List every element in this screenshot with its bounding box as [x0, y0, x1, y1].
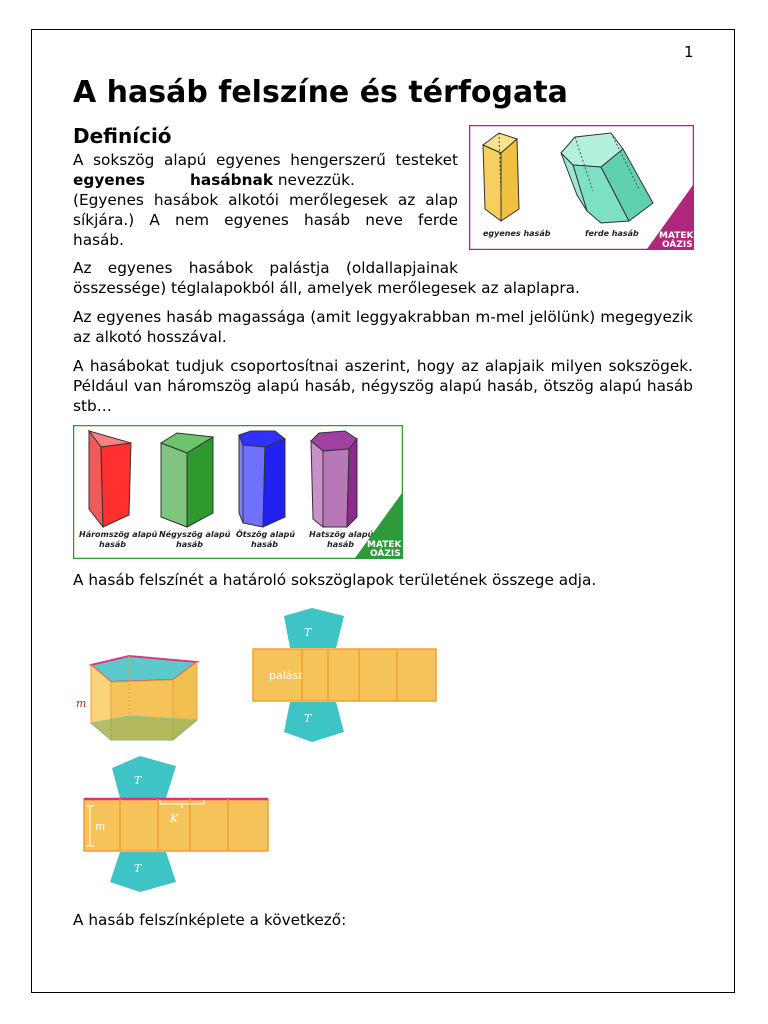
- brand-line-1: MATEK: [659, 231, 694, 241]
- brand-line-2: OÁZIS: [662, 238, 693, 250]
- brand2-line-2: OÁZIS: [370, 547, 401, 559]
- surface-area-paragraph: A hasáb felszínét a határoló sokszöglapo…: [73, 571, 597, 589]
- lateral-surface-paragraph: Az egyenes hasábok palástja (oldallapjai…: [73, 258, 458, 278]
- caption-oblique-prism: ferde hasáb: [585, 229, 639, 238]
- classification-paragraph: A hasábokat tudjuk csoportosítnai aszeri…: [73, 357, 693, 415]
- brand-corner: [647, 185, 693, 249]
- lateral-rectangle-2: [83, 798, 269, 852]
- def-line-2: egyenes hasábnak nevezzük.: [73, 170, 458, 190]
- bottom-base-label-2: T: [134, 862, 143, 875]
- figure-straight-vs-oblique-prism: egyenes hasáb ferde hasáb MATEK OÁZIS: [469, 125, 694, 250]
- top-base-label-2: T: [134, 774, 143, 787]
- formula-intro-paragraph: A hasáb felszínképlete a következő:: [73, 911, 347, 929]
- lateral-rectangle: [252, 648, 437, 702]
- figure-prism-types: Háromszög alapú hasáb Négyszög alapú has…: [73, 425, 403, 559]
- teal-oblique-prism: [560, 132, 654, 224]
- height-label-m: m: [76, 697, 86, 710]
- section-heading: Definíció: [73, 124, 172, 148]
- lateral-label: palást: [269, 669, 303, 682]
- top-base-pentagon-2: [112, 756, 176, 798]
- top-base-label: T: [304, 626, 313, 639]
- def-line-1: A sokszög alapú egyenes hengerszerű test…: [73, 151, 458, 169]
- lateral-surface-paragraph-cont: összessége) téglalapokból áll, amelyek m…: [73, 278, 693, 298]
- def-line-3: (Egyenes hasábok alkotói merőlegesek az …: [73, 191, 458, 209]
- height-paragraph: Az egyenes hasáb magassága (amit leggyak…: [73, 308, 693, 346]
- bottom-base-pentagon-2: [110, 852, 176, 892]
- brand2-line-1: MATEK: [367, 540, 403, 550]
- caption-pentagonal-2: hasáb: [251, 540, 278, 549]
- pentagonal-prism-3d-figure: m: [76, 654, 200, 742]
- page-title: A hasáb felszíne és térfogata: [73, 75, 568, 110]
- perimeter-label-k: K: [169, 812, 179, 825]
- def-bold-term: egyenes hasábnak: [73, 171, 273, 189]
- square-prism: [159, 432, 215, 528]
- def-line-4: síkjára.) A nem egyenes hasáb neve ferde: [73, 211, 458, 229]
- page-frame: [31, 29, 735, 993]
- net-figure-1: T palást T: [252, 608, 437, 742]
- def-line-2-rest: nevezzük.: [273, 171, 355, 189]
- caption-straight-prism: egyenes hasáb: [483, 229, 551, 238]
- caption-square-2: hasáb: [176, 540, 203, 549]
- net-figure-2: T m K T: [83, 756, 269, 892]
- bottom-base-pentagon: [284, 702, 344, 742]
- height-label-m-2: m: [95, 820, 105, 833]
- hexagonal-prism: [310, 430, 358, 529]
- def-line-5: hasáb.: [73, 231, 124, 249]
- para2-line-2: összessége) téglalapokból áll, amelyek m…: [73, 279, 580, 297]
- yellow-straight-prism: [482, 132, 520, 222]
- triangular-prism: [87, 429, 132, 529]
- caption-square-1: Négyszög alapú: [159, 529, 231, 539]
- definition-paragraph: A sokszög alapú egyenes hengerszerű test…: [73, 150, 458, 250]
- caption-pentagonal-1: Ötszög alapú: [236, 529, 295, 539]
- caption-hexagonal-2: hasáb: [327, 540, 354, 549]
- top-base-pentagon: [284, 608, 344, 648]
- brand-corner-2: [355, 493, 402, 558]
- pentagonal-prism: [238, 430, 286, 528]
- caption-triangular-1: Háromszög alapú: [79, 530, 158, 539]
- caption-hexagonal-1: Hatszög alapú: [309, 530, 374, 539]
- page-number: 1: [684, 43, 694, 61]
- para2-line-1: Az egyenes hasábok palástja (oldallapjai…: [73, 259, 458, 277]
- caption-triangular-2: hasáb: [99, 540, 126, 549]
- bottom-base-label: T: [304, 712, 313, 725]
